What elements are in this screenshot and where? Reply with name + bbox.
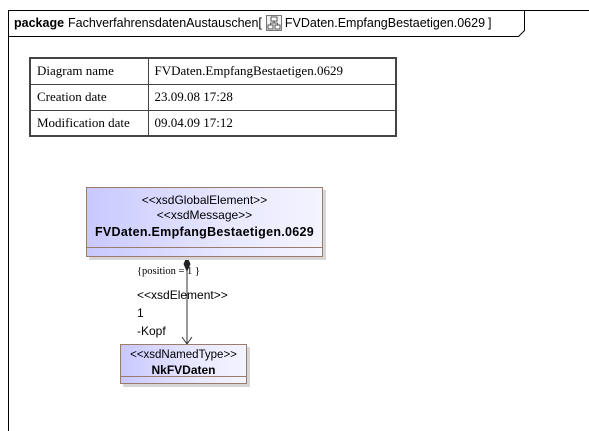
role-label: -Kopf xyxy=(137,324,166,338)
class-name: NkFVDaten xyxy=(151,363,216,377)
title-closing-bracket: ] xyxy=(488,16,492,30)
compartment-divider xyxy=(87,247,322,248)
package-frame xyxy=(8,10,589,431)
class-message[interactable]: <<xsdGlobalElement>> <<xsdMessage>> FVDa… xyxy=(86,187,323,257)
class-name: FVDaten.EmpfangBestaetigen.0629 xyxy=(94,225,315,239)
info-key: Diagram name xyxy=(29,57,149,85)
diagram-title: FVDaten.EmpfangBestaetigen.0629 xyxy=(284,16,486,30)
info-value: 09.04.09 17:12 xyxy=(147,109,397,137)
table-row: Modification date 09.04.09 17:12 xyxy=(29,109,397,137)
position-constraint: {position = 1 } xyxy=(137,266,200,277)
diagram-info-table: Diagram name FVDaten.EmpfangBestaetigen.… xyxy=(29,57,397,137)
package-tab-outline xyxy=(8,10,525,37)
stereotype-label: <<xsdMessage>> xyxy=(156,208,253,222)
multiplicity-label: 1 xyxy=(137,306,144,320)
package-keyword: package xyxy=(14,16,65,30)
stereotype-label: <<xsdGlobalElement>> xyxy=(141,193,268,207)
compartment-divider xyxy=(121,376,246,377)
package-name: FachverfahrensdatenAustauschen[ xyxy=(68,16,262,30)
info-value: 23.09.08 17:28 xyxy=(147,83,397,111)
info-key: Modification date xyxy=(29,109,149,137)
class-named-type[interactable]: <<xsdNamedType>> NkFVDaten xyxy=(120,344,247,384)
composition-diamond-icon xyxy=(183,256,191,272)
package-title: package FachverfahrensdatenAustauschen[ … xyxy=(14,15,492,31)
diagram-icon xyxy=(265,15,282,31)
association-stereotype: <<xsdElement>> xyxy=(137,288,228,302)
stereotype-label: <<xsdNamedType>> xyxy=(130,349,237,361)
